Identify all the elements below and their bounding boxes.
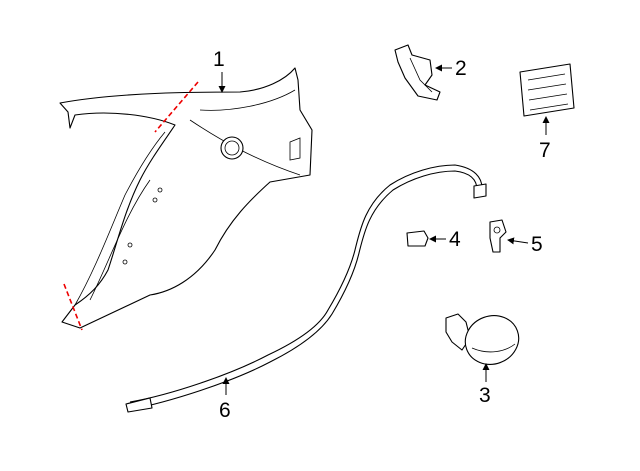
vent-part[interactable] — [519, 63, 575, 117]
quarter-panel-part[interactable] — [59, 67, 313, 329]
fuel-door-part[interactable] — [445, 308, 526, 372]
cut-line-top — [154, 81, 199, 133]
callout-5: 5 — [531, 233, 543, 256]
callout-6: 6 — [219, 399, 231, 422]
cut-line-bottom — [63, 283, 83, 331]
callout-3: 3 — [479, 384, 491, 407]
callout-4: 4 — [449, 228, 461, 251]
bumper-part[interactable] — [406, 230, 429, 247]
release-cable-part[interactable] — [125, 164, 487, 413]
bracket-part[interactable] — [394, 44, 441, 101]
callout-1: 1 — [213, 48, 225, 71]
clip-part[interactable] — [489, 219, 507, 253]
callout-2: 2 — [455, 57, 467, 80]
callout-7: 7 — [539, 139, 551, 162]
